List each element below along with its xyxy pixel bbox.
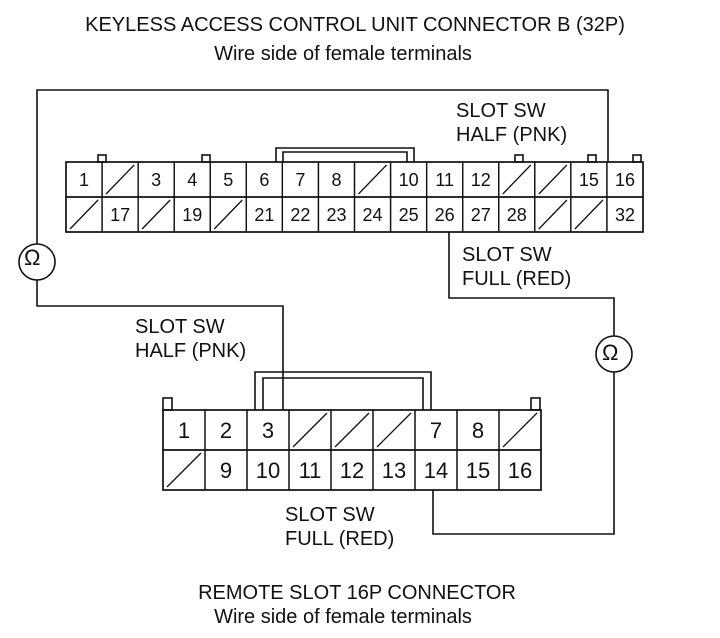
- bottom-row2-pin-label: 13: [382, 458, 406, 483]
- top-row1-pin-label: 5: [223, 170, 233, 190]
- top-row1-pin-label: 3: [151, 170, 161, 190]
- bottom-half-label-line1: SLOT SW: [135, 316, 225, 338]
- ohmmeter-right-symbol: Ω: [602, 340, 619, 365]
- bottom-row1-empty-slash: [292, 412, 328, 448]
- bottom-row2-pin-label: 14: [424, 458, 448, 483]
- top-row1-pin-label: 12: [471, 170, 491, 190]
- ohmmeter-left-symbol: Ω: [24, 245, 41, 270]
- bottom-row1-pin-label: 1: [178, 418, 190, 443]
- top-row2-empty-slash: [69, 199, 99, 230]
- top-row1-pin-label: 8: [331, 170, 341, 190]
- wire-full-bottom: [432, 372, 615, 535]
- top-row1-pin-label: 11: [435, 170, 454, 190]
- top-row1-empty-slash: [538, 164, 568, 195]
- top-row1-pin-label: 1: [79, 170, 89, 190]
- top-row2-empty-slash: [538, 199, 568, 230]
- ohmmeter-right-icon: [595, 335, 633, 373]
- top-row2-cell: [606, 196, 644, 233]
- bottom-row2-cell: [498, 449, 542, 491]
- bottom-connector-subtitle: Wire side of female terminals: [214, 606, 472, 628]
- bottom-row2-pin-label: 16: [508, 458, 532, 483]
- top-row1-pin-label: 4: [187, 170, 197, 190]
- top-row1-empty-slash: [358, 164, 388, 195]
- top-row2-pin-label: 32: [615, 205, 635, 225]
- top-row2-pin-label: 19: [182, 205, 202, 225]
- top-connector-key: [97, 154, 107, 163]
- top-row2-empty-slash: [141, 199, 171, 230]
- top-row2-pin-label: 22: [290, 205, 310, 225]
- top-row1-pin-label: 16: [615, 170, 635, 190]
- top-row1-pin-label: 10: [399, 170, 419, 190]
- top-row1-pin-label: 6: [259, 170, 269, 190]
- top-row2-pin-label: 25: [399, 205, 419, 225]
- top-connector-key: [587, 154, 597, 163]
- ohmmeter-left-icon: [18, 243, 56, 281]
- top-row2-pin-label: 17: [110, 205, 130, 225]
- top-full-label-line1: SLOT SW: [462, 244, 552, 266]
- top-connector-lock-inner: [282, 151, 408, 162]
- top-connector-lock: [275, 147, 415, 162]
- top-row2-pin-label: 27: [471, 205, 491, 225]
- bottom-row1-empty-slash: [376, 412, 412, 448]
- top-connector-title: KEYLESS ACCESS CONTROL UNIT CONNECTOR B …: [85, 14, 625, 36]
- bottom-row1-empty-slash: [334, 412, 370, 448]
- top-row1-empty-slash: [105, 164, 135, 195]
- bottom-row1-pin-label: 2: [220, 418, 232, 443]
- wire-half-bottom: [36, 280, 284, 410]
- bottom-row2-pin-label: 12: [340, 458, 364, 483]
- top-full-label-line2: FULL (RED): [462, 268, 572, 290]
- bottom-row1-pin-label: 8: [472, 418, 484, 443]
- top-half-label-line2: HALF (PNK): [456, 124, 568, 146]
- bottom-row2-pin-label: 10: [256, 458, 280, 483]
- bottom-row1-empty-slash: [502, 412, 538, 448]
- bottom-full-label-line2: FULL (RED): [285, 528, 395, 550]
- top-row2-empty-slash: [213, 199, 243, 230]
- bottom-half-label-line2: HALF (PNK): [135, 340, 247, 362]
- top-row1-empty-slash: [502, 164, 532, 195]
- wire-full-top: [448, 232, 615, 336]
- bottom-row2-pin-label: 11: [299, 458, 322, 483]
- bottom-connector-key: [162, 397, 173, 411]
- top-half-label-line1: SLOT SW: [456, 100, 546, 122]
- top-row2-empty-slash: [574, 199, 604, 230]
- top-row1-pin-label: 7: [295, 170, 305, 190]
- wire-half-top: [36, 89, 609, 244]
- top-row2-pin-label: 28: [507, 205, 527, 225]
- top-row1-pin-label: 15: [579, 170, 599, 190]
- top-connector-subtitle: Wire side of female terminals: [214, 43, 472, 65]
- bottom-connector-key: [530, 397, 541, 411]
- top-connector-key: [201, 154, 211, 163]
- bottom-row2-pin-label: 15: [466, 458, 490, 483]
- bottom-row2-pin-label: 9: [220, 458, 232, 483]
- bottom-connector-title: REMOTE SLOT 16P CONNECTOR: [198, 582, 516, 604]
- bottom-row1-pin-label: 7: [430, 418, 442, 443]
- bottom-row2-empty-slash: [166, 452, 202, 488]
- top-connector-key: [514, 154, 524, 163]
- top-row2-pin-label: 23: [326, 205, 346, 225]
- bottom-full-label-line1: SLOT SW: [285, 504, 375, 526]
- bottom-connector-lock-inner: [262, 377, 424, 410]
- top-row2-pin-label: 21: [254, 205, 274, 225]
- top-row2-pin-label: 24: [363, 205, 383, 225]
- bottom-connector-lock: [254, 371, 432, 410]
- top-connector-key: [632, 154, 642, 163]
- bottom-row1-pin-label: 3: [262, 418, 274, 443]
- top-row2-pin-label: 26: [435, 205, 455, 225]
